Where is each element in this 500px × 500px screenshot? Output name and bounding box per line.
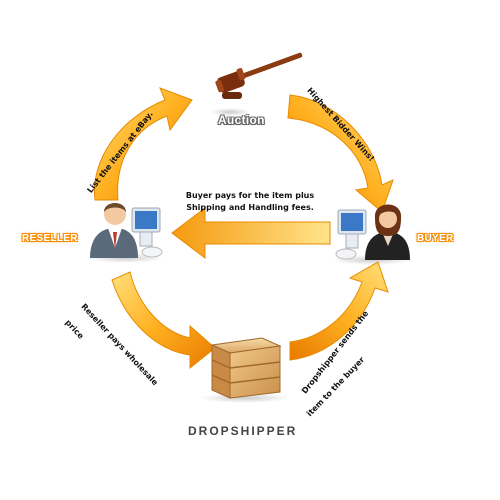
buyer-person-icon bbox=[332, 204, 412, 265]
auction-label: Auction bbox=[218, 113, 265, 127]
reseller-person-icon bbox=[87, 203, 163, 263]
crate-icon bbox=[200, 337, 290, 403]
gavel-icon bbox=[210, 52, 303, 116]
arrow-buyer-pays bbox=[171, 206, 331, 260]
reseller-label: RESELLER bbox=[22, 233, 78, 244]
arrow-list-items bbox=[93, 87, 193, 201]
buyer-label: BUYER bbox=[417, 233, 454, 244]
buyer-pays-text: Buyer pays for the item plus Shipping an… bbox=[185, 191, 315, 212]
dropshipper-label: DROPSHIPPER bbox=[188, 424, 298, 438]
